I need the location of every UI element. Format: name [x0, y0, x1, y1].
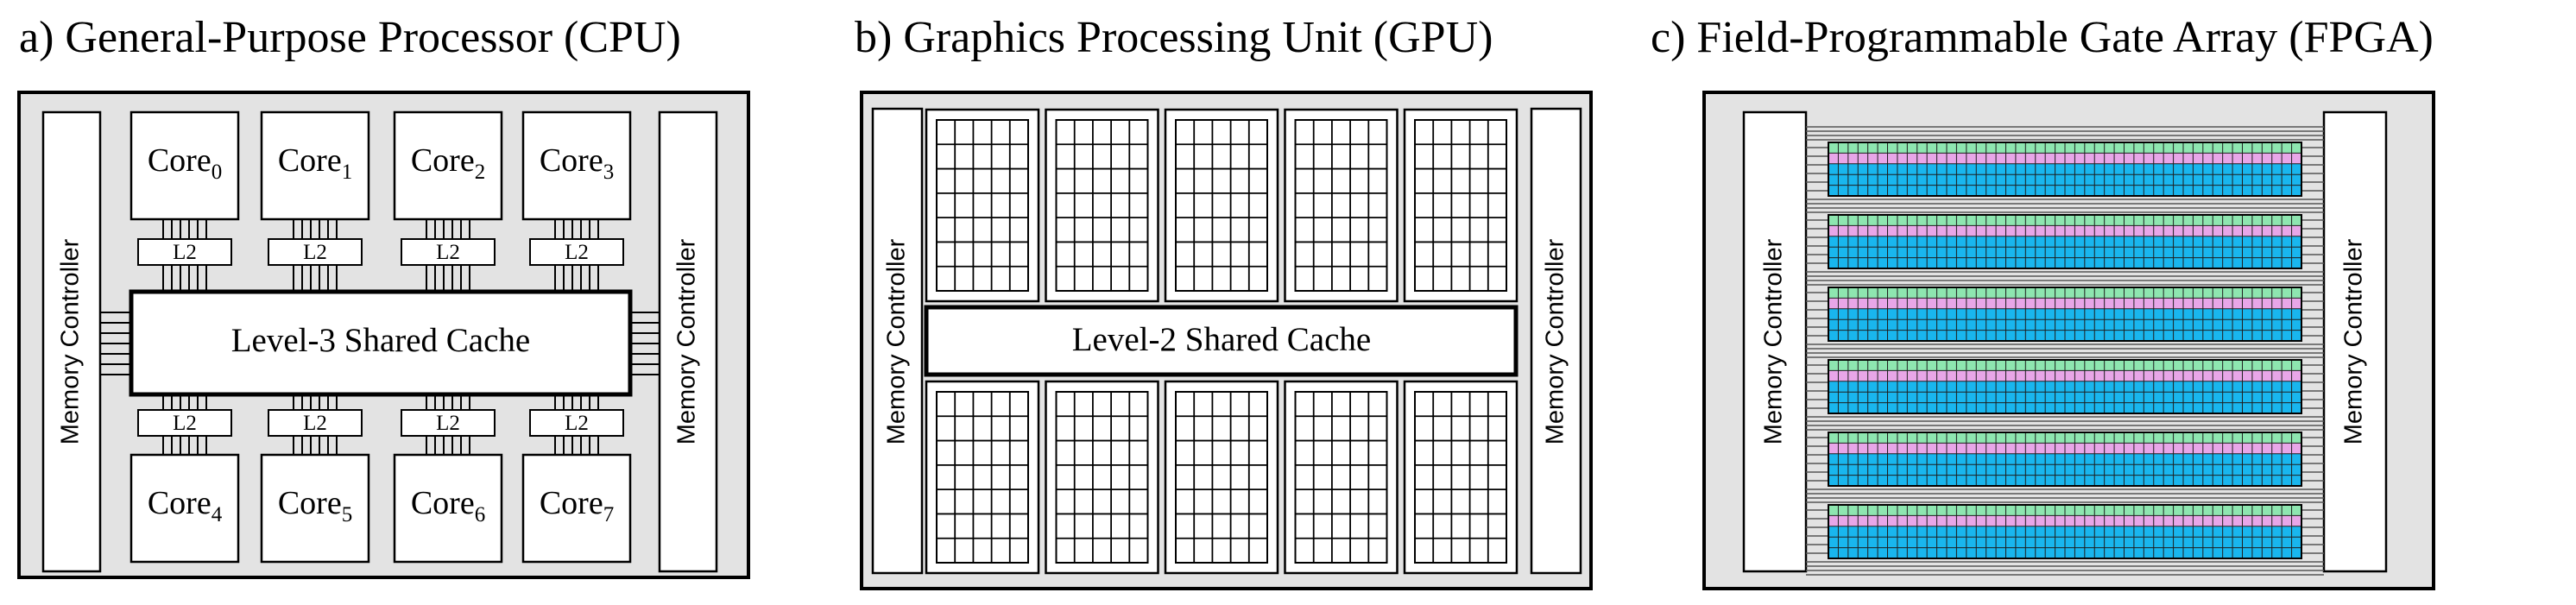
- cpu-l2-cache-5: [268, 409, 363, 437]
- cpu-panel-title: a) General-Purpose Processor (CPU): [19, 13, 681, 62]
- cpu-core-7-label: Core7: [540, 485, 614, 526]
- cpu-l2-cache-0-label: L2: [173, 241, 197, 264]
- gpu-panel: Memory Controller Memory Controller Leve…: [860, 91, 1593, 590]
- cpu-core-0: [129, 110, 240, 221]
- cpu-core-6-label: Core6: [411, 485, 485, 526]
- cpu-l2-cache-7: [529, 409, 624, 437]
- cpu-core-3-label: Core3: [540, 142, 614, 184]
- cpu-memory-controller-left-label: Memory Controller: [57, 238, 85, 444]
- cpu-core-3: [521, 110, 632, 221]
- cpu-l2-cache-7-label: L2: [565, 412, 589, 435]
- gpu-panel-title: b) Graphics Processing Unit (GPU): [855, 13, 1493, 62]
- fpga-logic-strip: [1828, 287, 2302, 342]
- gpu-sm-core-grid: [1414, 391, 1507, 564]
- cpu-l2-cache-4: [137, 409, 232, 437]
- cpu-l3-shared-cache: [129, 289, 633, 397]
- cpu-memory-controller-left: [41, 110, 102, 573]
- cpu-core-0-label: Core0: [148, 142, 222, 184]
- fpga-strip-border: [1828, 432, 2302, 487]
- gpu-memory-controller-left: [871, 107, 924, 575]
- cpu-l2-cache-0: [137, 238, 232, 266]
- cpu-core-2-label: Core2: [411, 142, 485, 184]
- fpga-panel-title: c) Field-Programmable Gate Array (FPGA): [1651, 13, 2434, 62]
- fpga-routing-channels: [1806, 126, 2324, 576]
- gpu-sm-core-grid: [1414, 119, 1507, 292]
- cpu-l2-cache-4-label: L2: [173, 412, 197, 435]
- fpga-logic-strip: [1828, 214, 2302, 269]
- cpu-core-5: [260, 453, 370, 564]
- cpu-core-4-label: Core4: [148, 485, 223, 526]
- cpu-cache-bus-right: [630, 312, 660, 375]
- fpga-strip-border: [1828, 359, 2302, 414]
- cpu-l3-shared-cache-label: Level-3 Shared Cache: [231, 322, 531, 359]
- gpu-l2-shared-cache-label: Level-2 Shared Cache: [1072, 321, 1372, 358]
- fpga-logic-strip: [1828, 432, 2302, 487]
- gpu-l2-shared-cache: [924, 305, 1518, 377]
- fpga-strip-border: [1828, 214, 2302, 269]
- fpga-memory-controller-right: [2322, 110, 2388, 573]
- cpu-core-4: [129, 453, 240, 564]
- gpu-memory-controller-right: [1530, 107, 1582, 575]
- cpu-l2-cache-1: [268, 238, 363, 266]
- cpu-core-2: [393, 110, 503, 221]
- gpu-sm-core-grid: [1294, 119, 1388, 292]
- gpu-sm-core-grid: [1294, 391, 1388, 564]
- cpu-core-1: [260, 110, 370, 221]
- cpu-cache-bus-left: [100, 312, 131, 375]
- cpu-memory-controller-right-label: Memory Controller: [673, 238, 701, 444]
- fpga-memory-controller-left: [1742, 110, 1808, 573]
- gpu-memory-controller-right-label: Memory Controller: [1542, 238, 1569, 444]
- fpga-memory-controller-left-label: Memory Controller: [1760, 238, 1788, 444]
- gpu-memory-controller-left-label: Memory Controller: [883, 238, 911, 444]
- gpu-sm-core-grid: [1055, 119, 1149, 292]
- gpu-streaming-multiprocessor-array: [925, 108, 1518, 575]
- cpu-core-6: [393, 453, 503, 564]
- cpu-panel: Memory Controller Memory Controller Leve…: [17, 91, 750, 579]
- cpu-l2-cache-3: [529, 238, 624, 266]
- fpga-logic-fabric: [1828, 142, 2302, 559]
- fpga-strip-border: [1828, 504, 2302, 559]
- cpu-core-5-label: Core5: [278, 485, 352, 526]
- cpu-l2-cache-2: [401, 238, 496, 266]
- gpu-sm-core-grid: [936, 391, 1029, 564]
- fpga-logic-strip: [1828, 142, 2302, 197]
- gpu-sm-core-grid: [1055, 391, 1149, 564]
- fpga-logic-strip: [1828, 359, 2302, 414]
- gpu-sm-core-grid: [936, 119, 1029, 292]
- cpu-l2-cache-1-label: L2: [303, 241, 327, 264]
- gpu-sm-core-grid: [1175, 391, 1268, 564]
- cpu-core-7: [521, 453, 632, 564]
- gpu-sm-core-grid: [1175, 119, 1268, 292]
- cpu-l2-cache-3-label: L2: [565, 241, 589, 264]
- fpga-strip-border: [1828, 142, 2302, 197]
- cpu-memory-controller-right: [658, 110, 718, 573]
- cpu-l2-cache-5-label: L2: [303, 412, 327, 435]
- cpu-core-1-label: Core1: [278, 142, 352, 184]
- fpga-panel: Memory Controller Memory Controller: [1702, 91, 2435, 590]
- fpga-memory-controller-right-label: Memory Controller: [2340, 238, 2368, 444]
- cpu-l2-cache-6-label: L2: [436, 412, 460, 435]
- cpu-l2-cache-6: [401, 409, 496, 437]
- cpu-l2-cache-2-label: L2: [436, 241, 460, 264]
- fpga-strip-border: [1828, 287, 2302, 342]
- fpga-logic-strip: [1828, 504, 2302, 559]
